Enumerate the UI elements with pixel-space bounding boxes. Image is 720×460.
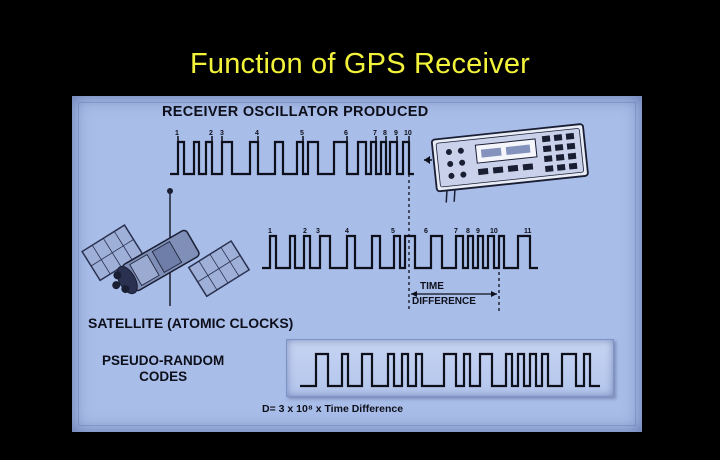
signal-diagram: 1 2 3 4 5 6 7 8 9 10 1 2 3 4 5 6 7 8 9 — [81, 123, 600, 388]
diagram-panel: 1 2 3 4 5 6 7 8 9 10 1 2 3 4 5 6 7 8 9 — [72, 96, 642, 432]
receiver-tick-label: 2 — [209, 130, 213, 137]
satellite-tick-label: 4 — [345, 228, 349, 235]
pseudo-random-code-box — [286, 339, 614, 397]
satellite-tick-label: 1 — [268, 228, 272, 235]
satellite-tick-labels: 1 2 3 4 5 6 7 8 9 10 11 — [268, 228, 532, 235]
gps-receiver-device-icon — [430, 123, 589, 203]
satellite-tick-label: 6 — [424, 228, 428, 235]
satellite-tick-label: 2 — [303, 228, 307, 235]
satellite-tick-label: 9 — [476, 228, 480, 235]
receiver-tick-label: 3 — [220, 130, 224, 137]
pseudo-random-codes-label: PSEUDO-RANDOM CODES — [102, 353, 224, 385]
receiver-tick-label: 8 — [383, 130, 387, 137]
distance-formula: D= 3 x 10⁸ x Time Difference — [262, 403, 404, 415]
satellite-tick-label: 3 — [316, 228, 320, 235]
receiver-tick-label: 10 — [404, 130, 412, 137]
receiver-tick-label: 7 — [373, 130, 377, 137]
satellite-tick-label: 5 — [391, 228, 395, 235]
receiver-ticks — [177, 136, 410, 142]
oscillator-label: RECEIVER OSCILLATOR PRODUCED — [162, 104, 429, 120]
time-difference-bracket — [411, 291, 497, 297]
satellite-tick-label: 11 — [524, 228, 532, 235]
satellite-tick-label: 8 — [466, 228, 470, 235]
difference-label: DIFFERENCE — [412, 296, 476, 307]
receiver-tick-label: 1 — [175, 130, 179, 137]
satellite-icon — [81, 188, 251, 306]
receiver-waveform — [170, 140, 414, 176]
receiver-tick-labels: 1 2 3 4 5 6 7 8 9 10 — [175, 130, 412, 137]
receiver-tick-label: 6 — [344, 130, 348, 137]
codes-label-line1: PSEUDO-RANDOM — [102, 353, 225, 368]
panel-border — [78, 102, 636, 426]
satellite-label: SATELLITE (ATOMIC CLOCKS) — [88, 315, 294, 331]
time-label: TIME — [420, 281, 444, 292]
receiver-tick-label: 9 — [394, 130, 398, 137]
satellite-tick-label: 7 — [454, 228, 458, 235]
slide-title: Function of GPS Receiver — [189, 48, 531, 80]
codes-label-line2: CODES — [139, 369, 188, 384]
satellite-waveform — [262, 234, 538, 270]
receiver-tick-label: 4 — [255, 130, 259, 137]
pseudo-random-waveform — [300, 352, 600, 388]
receiver-tick-label: 5 — [300, 130, 304, 137]
satellite-tick-label: 10 — [490, 228, 498, 235]
